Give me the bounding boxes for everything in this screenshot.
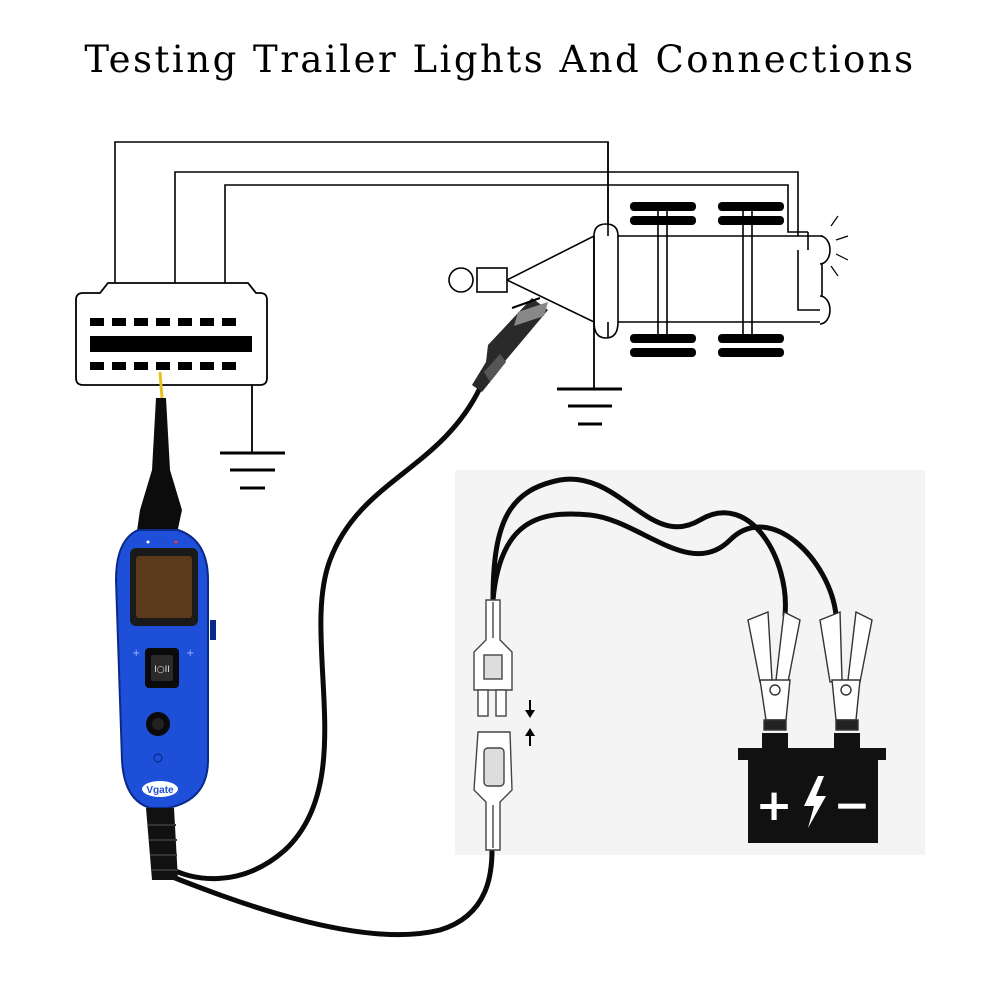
ground-symbol-icon [220, 385, 285, 490]
hitch-coupler [476, 267, 508, 293]
connector-bottom [473, 731, 513, 851]
trailer-connector [75, 282, 268, 386]
battery-clamp-positive [747, 610, 801, 731]
trailer-wheels [630, 202, 784, 357]
battery-clamp-negative [819, 610, 873, 731]
battery-negative-symbol: − [834, 780, 871, 831]
arrow-down-icon [525, 700, 535, 718]
clip-cable [167, 385, 483, 881]
tester-brand-logo: Vgate [146, 785, 174, 796]
probe-tip [158, 371, 164, 399]
tail-lamp-top [819, 235, 831, 265]
trailer-schematic [448, 142, 831, 340]
alligator-clip [472, 297, 548, 392]
arrow-up-icon [525, 728, 535, 746]
page-title: Testing Trailer Lights And Connections [84, 38, 916, 81]
svg-text:+: + [132, 648, 140, 659]
car-battery: + − [738, 733, 886, 843]
ground-symbol-icon [557, 322, 622, 426]
hitch-ball [448, 267, 474, 293]
trailer-body [593, 223, 823, 339]
svg-text:I○II: I○II [154, 665, 170, 675]
battery-positive-symbol: + [756, 780, 793, 831]
battery-cable [157, 847, 495, 938]
battery-lead-1 [490, 476, 788, 618]
cables [157, 385, 839, 938]
power-probe-tester: I○II + + Vgate [114, 371, 216, 880]
lamp-icon [830, 215, 849, 277]
lightning-icon [804, 776, 826, 828]
battery-lead-2 [490, 511, 839, 618]
connector-top [473, 599, 513, 717]
tail-lamp-bottom [819, 295, 831, 325]
svg-text:+: + [186, 648, 194, 659]
